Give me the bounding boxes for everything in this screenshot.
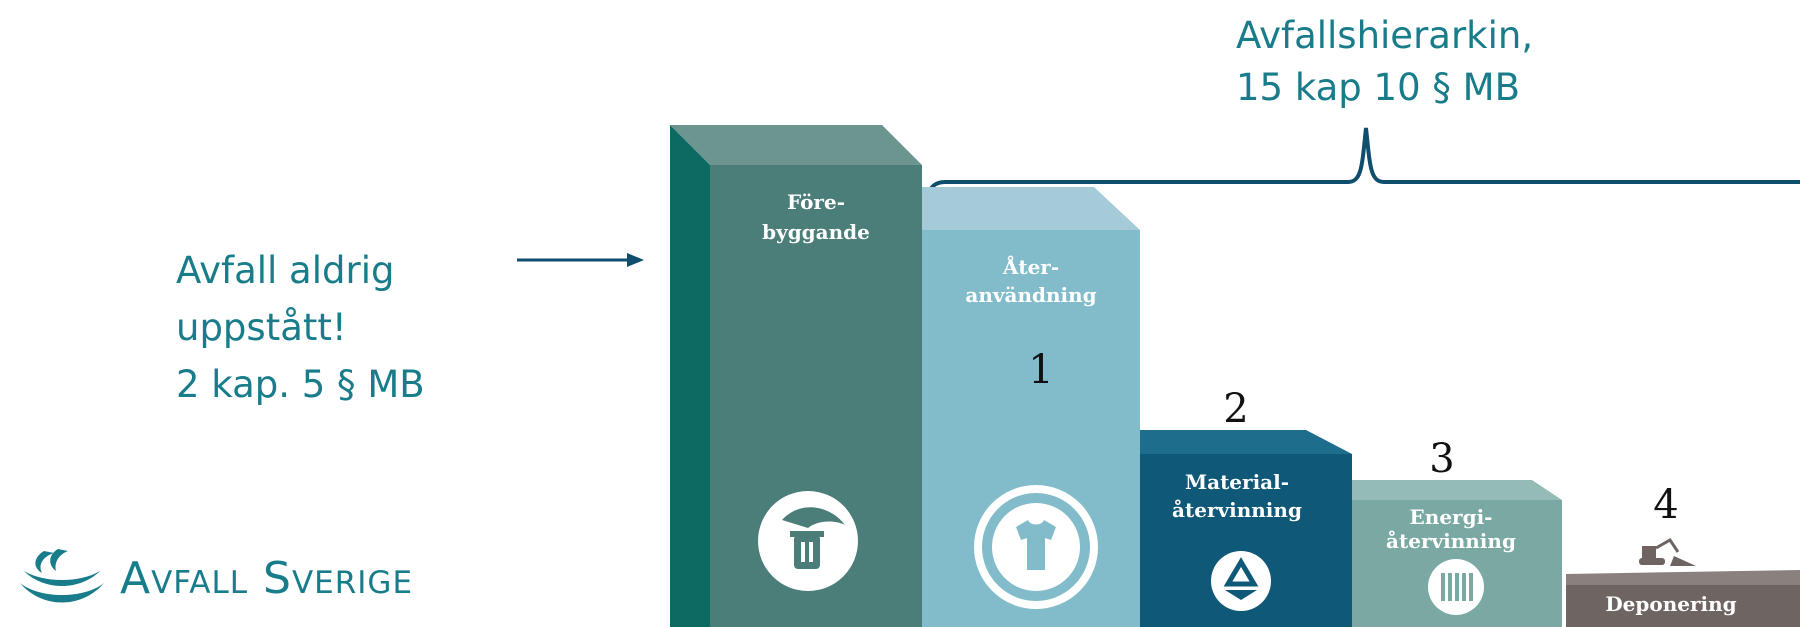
step-landfill: 4 Deponering [1566,482,1800,627]
logo-waves-icon [20,549,104,603]
step-material-number: 2 [1223,386,1248,432]
step-prevention-label2: byggande [762,220,870,244]
hand-with-bin-icon [758,491,858,591]
step-material-label2: återvinning [1172,498,1302,522]
step-energy-label2: återvinning [1386,529,1516,553]
step-landfill-number: 4 [1653,482,1678,528]
prevention-note: Avfall aldrig uppstått! 2 kap. 5 § MB [176,242,425,413]
step-material-label1: Material- [1185,470,1289,494]
step-material-recycling: 2 Material- återvinning [1140,386,1352,627]
step-reuse-label1: Åter- [1002,255,1059,279]
step-reuse-number: 1 [1028,347,1053,393]
logo-text: Avfall Sverige [120,552,414,604]
step-prevention: Före- byggande [670,125,922,627]
shirt-reuse-icon [974,485,1098,609]
hierarchy-title-line2: 15 kap 10 § MB [1236,66,1520,109]
prevention-note-line2: uppstått! [176,306,347,349]
hierarchy-title: Avfallshierarkin, 15 kap 10 § MB [1236,10,1533,114]
recycle-icon [1211,551,1271,611]
step-energy-number: 3 [1429,436,1454,482]
arrow-to-prevention [517,253,644,267]
step-reuse-label2: användning [965,283,1096,307]
avfall-sverige-logo: Avfall Sverige [14,538,413,618]
step-energy-label1: Energi- [1410,505,1493,529]
step-reuse: Åter- användning 1 [922,187,1140,627]
hierarchy-title-line1: Avfallshierarkin, [1236,14,1534,57]
step-energy-recovery: 3 Energi- återvinning [1352,436,1562,627]
prevention-note-line3: 2 kap. 5 § MB [176,363,425,406]
excavator-icon [1639,538,1696,566]
prevention-note-line1: Avfall aldrig [176,249,395,292]
step-prevention-label1: Före- [787,190,845,214]
radiator-icon [1428,559,1484,615]
step-landfill-label: Deponering [1605,592,1736,616]
